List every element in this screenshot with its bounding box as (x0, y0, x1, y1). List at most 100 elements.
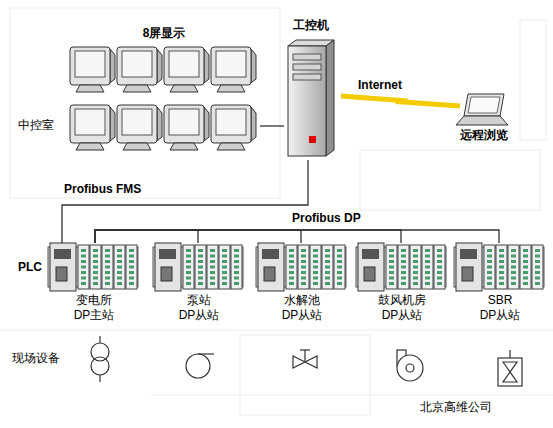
blower-hub (406, 364, 414, 372)
io-terminal (499, 282, 504, 285)
industrial-pc: 工控机 (284, 18, 338, 160)
io-terminal (389, 277, 394, 280)
drive-bay (293, 54, 321, 60)
io-terminal (401, 266, 406, 269)
io-terminal (301, 260, 306, 263)
io-terminal (413, 277, 418, 280)
faint-background-drawing (0, 8, 553, 415)
io-terminal (389, 266, 394, 269)
monitor-base (76, 85, 104, 92)
monitor-screen (75, 109, 105, 135)
transformer-lead (99, 336, 100, 343)
io-terminal (437, 277, 442, 280)
io-terminal (117, 255, 122, 258)
io-module (434, 245, 445, 289)
io-terminal (301, 271, 306, 274)
io-terminal (487, 271, 492, 274)
monitor-case (70, 105, 110, 143)
io-terminal (499, 249, 504, 252)
monitor-side (157, 107, 162, 141)
bus-wire (95, 230, 301, 243)
io-terminal (222, 282, 227, 285)
node-label: 鼓风机房 (356, 293, 448, 308)
io-terminal (198, 271, 203, 274)
monitor-base (123, 143, 151, 150)
io-terminal (105, 255, 110, 258)
io-terminal (129, 260, 134, 263)
io-terminal (198, 282, 203, 285)
io-terminal (413, 266, 418, 269)
io-terminal (425, 266, 430, 269)
fan-box (498, 358, 522, 386)
io-terminal (413, 271, 418, 274)
io-terminal (523, 282, 528, 285)
monitor-base (217, 85, 245, 92)
drive-bay (293, 74, 321, 80)
io-terminal (289, 255, 294, 258)
io-terminal (129, 277, 134, 280)
io-terminal (186, 255, 191, 258)
drive-bay (293, 64, 321, 70)
io-terminal (413, 249, 418, 252)
plc-station: 鼓风机房DP从站 (356, 243, 448, 323)
io-terminal (289, 260, 294, 263)
io-terminal (93, 277, 98, 280)
io-terminal (81, 255, 86, 258)
io-terminal (337, 266, 342, 269)
io-terminal (222, 255, 227, 258)
node-label: DP从站 (153, 308, 245, 323)
io-terminal (511, 255, 516, 258)
io-terminal (210, 249, 215, 252)
monitor-case (164, 105, 204, 143)
io-terminal (511, 271, 516, 274)
io-module (183, 245, 194, 289)
io-terminal (81, 249, 86, 252)
monitor-side (204, 49, 209, 83)
io-terminal (222, 260, 227, 263)
crt-monitor (70, 47, 115, 92)
io-terminal (325, 249, 330, 252)
crt-monitor (70, 105, 115, 150)
io-terminal (389, 255, 394, 258)
io-terminal (234, 255, 239, 258)
io-terminal (313, 249, 318, 252)
monitor-case (164, 47, 204, 85)
io-terminal (234, 249, 239, 252)
io-terminal (234, 282, 239, 285)
monitor-screen (122, 51, 152, 77)
node-label: DP从站 (454, 308, 546, 323)
monitor-screen (216, 51, 246, 77)
bus-wire (260, 125, 284, 126)
io-terminal (222, 271, 227, 274)
fan-symbol (503, 362, 517, 382)
io-terminal (499, 255, 504, 258)
io-terminal (425, 260, 430, 263)
io-terminal (313, 266, 318, 269)
io-terminal (210, 277, 215, 280)
io-module (219, 245, 230, 289)
io-terminal (105, 271, 110, 274)
node-icon (68, 45, 260, 157)
io-terminal (313, 260, 318, 263)
io-terminal (535, 260, 540, 263)
io-module (195, 245, 206, 289)
faint-frame (240, 335, 370, 415)
io-terminal (437, 271, 442, 274)
monitor-case (70, 47, 110, 85)
plc-display (362, 249, 379, 259)
crt-monitor (164, 105, 209, 150)
laptop-display (468, 97, 500, 113)
io-terminal (198, 249, 203, 252)
io-terminal (93, 282, 98, 285)
node-label: DP主站 (48, 308, 140, 323)
laptop-screen (464, 94, 504, 116)
node-label: 泵站 (153, 293, 245, 308)
monitor-base (170, 85, 198, 92)
io-terminal (499, 266, 504, 269)
io-terminal (425, 277, 430, 280)
power-light (309, 136, 316, 143)
io-terminal (93, 249, 98, 252)
crt-monitor (211, 105, 256, 150)
io-terminal (511, 282, 516, 285)
field-devices (91, 336, 522, 386)
